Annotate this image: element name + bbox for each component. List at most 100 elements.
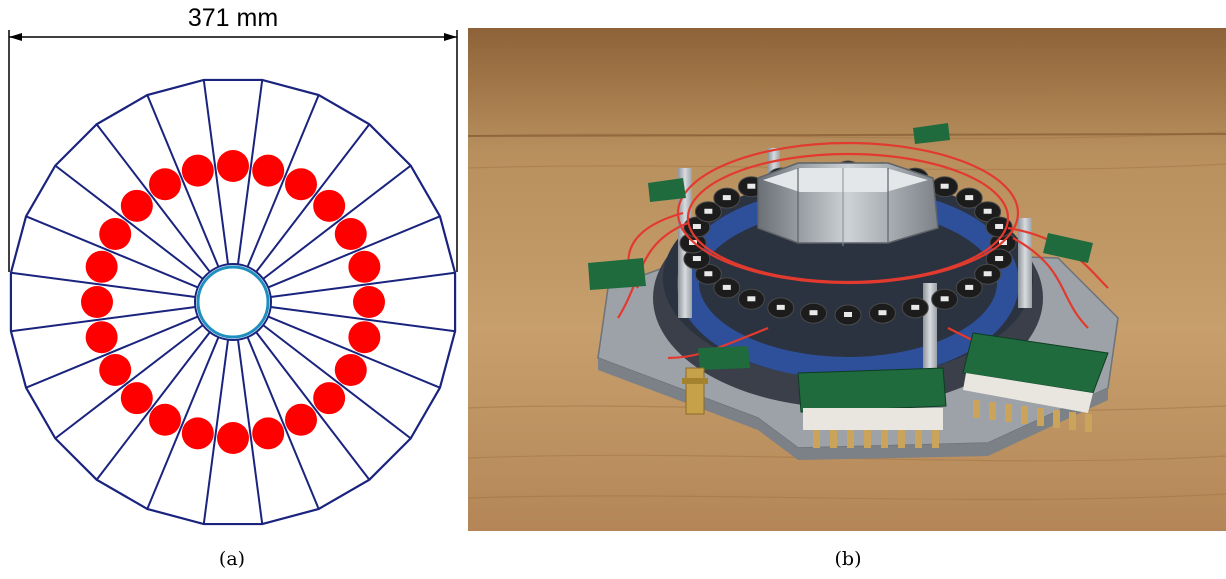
- connector-pin: [847, 430, 854, 448]
- dimension-label: 371 mm: [187, 4, 279, 32]
- pcb-boards: [588, 123, 1109, 430]
- connector-pin: [898, 430, 905, 448]
- connector-pin: [973, 400, 980, 418]
- segment-divider: [95, 331, 211, 481]
- cable-tie: [983, 271, 992, 277]
- connector-pin: [989, 402, 996, 420]
- cable-tie: [983, 208, 992, 214]
- cable-tie: [911, 304, 920, 310]
- segment-divider: [255, 123, 371, 273]
- sensor-dot: [285, 168, 317, 201]
- sensor-dot: [99, 218, 132, 250]
- brass-fitting: [682, 367, 708, 415]
- sensor-dot: [334, 218, 367, 250]
- detector-diagram: [8, 30, 458, 526]
- segment-divider: [270, 305, 456, 333]
- caption-a: (a): [218, 548, 246, 570]
- segment-divider: [267, 315, 441, 389]
- sensor-dot: [149, 168, 181, 201]
- segment-divider: [246, 94, 320, 268]
- center-bore: [194, 263, 272, 341]
- segment-divider: [255, 331, 371, 481]
- connector-pin: [1053, 410, 1060, 428]
- sensor-dot: [252, 154, 285, 187]
- cable-tie: [965, 195, 974, 201]
- sensor-dot: [313, 189, 346, 222]
- sensor-dot: [181, 417, 214, 450]
- sensor-dot: [85, 321, 118, 354]
- connector-pin: [830, 430, 837, 448]
- sensor-ring: [81, 150, 385, 454]
- sensor-dot: [181, 154, 214, 187]
- cable-tie: [704, 208, 713, 214]
- segment-divider: [10, 271, 196, 299]
- segment-divider: [267, 215, 441, 289]
- cable-tie: [844, 312, 852, 317]
- connector-pin: [915, 430, 922, 448]
- segment-divider: [246, 336, 320, 510]
- cable-tie: [776, 304, 785, 310]
- sensor-dot: [252, 417, 285, 450]
- connector-pin: [881, 430, 888, 448]
- sensor-dot: [348, 250, 381, 283]
- cable-tie: [692, 256, 701, 262]
- sensor-dot: [334, 354, 367, 386]
- sensor-dot: [217, 150, 249, 182]
- segment-divider: [202, 79, 230, 265]
- sensor-dot: [99, 354, 132, 386]
- cable-tie: [722, 195, 731, 201]
- segment-divider: [54, 164, 204, 280]
- sensor-dot: [120, 382, 153, 415]
- cable-tie: [747, 296, 756, 302]
- sensor-dot: [81, 286, 113, 318]
- segment-divider: [146, 336, 220, 510]
- cable-tie: [965, 284, 974, 290]
- caption-b: (b): [834, 548, 862, 570]
- segment-divider: [202, 339, 230, 525]
- segment-divider: [262, 164, 412, 280]
- segment-divider: [236, 339, 264, 525]
- segment-divider: [236, 79, 264, 265]
- connector-pin: [864, 430, 871, 448]
- panel-b-photo: [468, 28, 1226, 531]
- detector-photo: [468, 28, 1226, 531]
- connector-pin: [1021, 406, 1028, 424]
- connector-pin: [932, 430, 939, 448]
- cable-tie: [940, 183, 949, 189]
- cable-tie: [704, 271, 713, 277]
- cable-tie: [747, 183, 756, 189]
- connector-pin: [1069, 412, 1076, 430]
- sensor-dot: [149, 403, 181, 436]
- detector-body: [653, 148, 1043, 408]
- panel-a-diagram: 371 mm (a): [0, 0, 466, 579]
- segment-divider: [10, 305, 196, 333]
- cable-tie: [878, 310, 887, 316]
- segment-divider: [270, 271, 456, 299]
- segment-divider: [54, 324, 204, 440]
- sensor-dot: [85, 250, 118, 283]
- segment-divider: [25, 215, 199, 289]
- connector-pin: [1037, 408, 1044, 426]
- connector-pins: [813, 400, 1092, 448]
- connector-pin: [1005, 404, 1012, 422]
- cable-tie: [995, 256, 1004, 262]
- segment-divider: [25, 315, 199, 389]
- connector-pin: [1085, 414, 1092, 432]
- sensor-dot: [353, 286, 385, 318]
- segment-divider: [262, 324, 412, 440]
- sensor-dot: [313, 382, 346, 415]
- cable-tie: [809, 310, 818, 316]
- inner-drum: [757, 162, 939, 246]
- segment-divider: [95, 123, 211, 273]
- segment-divider: [146, 94, 220, 268]
- cable-tie: [940, 296, 949, 302]
- sensor-dot: [285, 403, 317, 436]
- sensor-dot: [217, 422, 249, 454]
- cable-tie: [995, 223, 1004, 229]
- cable-tie: [722, 284, 731, 290]
- dimension-arrow: [8, 30, 458, 272]
- sensor-dot: [120, 189, 153, 222]
- connector-pin: [813, 430, 820, 448]
- sensor-dot: [348, 321, 381, 354]
- cable-tie: [692, 223, 701, 229]
